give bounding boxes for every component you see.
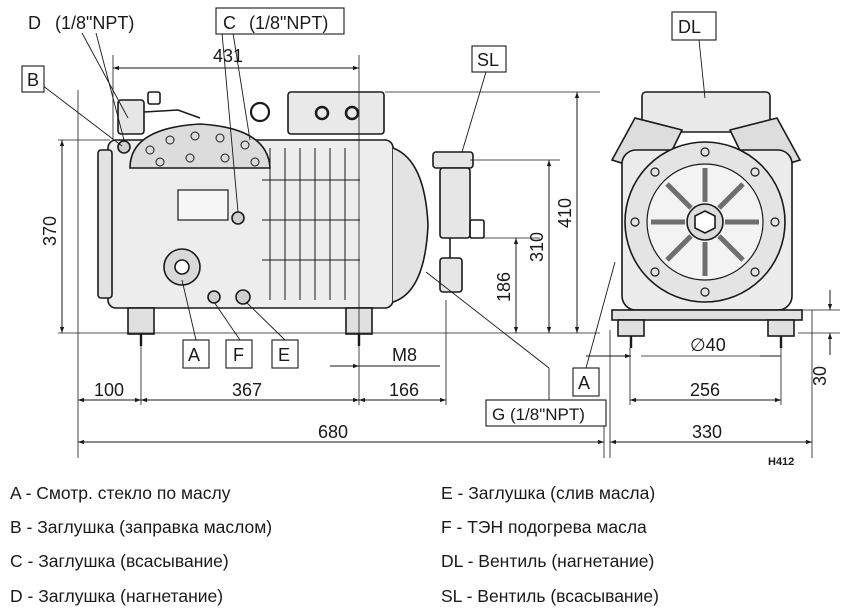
callout-a-endview-label: A xyxy=(578,373,590,393)
callout-f-label: F xyxy=(233,345,244,365)
legend-item-c: C - Заглушка (всасывание) xyxy=(10,551,229,572)
legend-item-d: D - Заглушка (нагнетание) xyxy=(10,585,224,606)
legend-item-dl: DL - Вентиль (нагнетание) xyxy=(441,551,655,572)
legend-left-column: A - Смотр. стекло по маслу B - Заглушка … xyxy=(10,476,272,613)
dim-256: 256 xyxy=(690,380,720,400)
callout-a-label: A xyxy=(188,345,200,365)
end-view xyxy=(610,91,803,348)
callout-c-spec: (1/8"NPT) xyxy=(249,13,328,33)
dim-310: 310 xyxy=(527,232,547,262)
legend-item-sl: SL - Вентиль (всасывание) xyxy=(441,585,659,606)
callout-c-letter: C xyxy=(223,13,236,33)
dim-30: 30 xyxy=(810,366,830,386)
dim-431: 431 xyxy=(213,46,243,66)
callout-e-label: E xyxy=(278,345,290,365)
callout-boxes xyxy=(21,7,717,427)
legend-item-a: A - Смотр. стекло по маслу xyxy=(10,483,231,503)
dimension-lines xyxy=(58,55,840,458)
callout-sl-label: SL xyxy=(477,50,499,70)
dim-dia-40: ∅40 xyxy=(690,335,726,355)
legend-right-column: E - Заглушка (слив масла) F - ТЭН подогр… xyxy=(441,476,659,613)
callout-dl-label: DL xyxy=(678,17,701,37)
dim-367: 367 xyxy=(232,380,262,400)
drawing-code: H412 xyxy=(768,456,794,468)
dim-186: 186 xyxy=(494,272,514,302)
callout-b-label: B xyxy=(27,70,39,90)
legend-item-b: B - Заглушка (заправка маслом) xyxy=(10,517,273,538)
compressor-dimension-drawing: D (1/8"NPT) C (1/8"NPT) B SL DL A F E A … xyxy=(21,7,840,468)
leader-lines xyxy=(37,32,706,400)
dim-166: 166 xyxy=(389,380,419,400)
dim-410: 410 xyxy=(555,198,575,228)
callout-g-label: G (1/8"NPT) xyxy=(492,405,585,424)
dim-370: 370 xyxy=(40,216,60,246)
callout-d-letter: D xyxy=(28,13,41,33)
dim-100: 100 xyxy=(94,380,124,400)
legend-item-f: F - ТЭН подогрева масла xyxy=(441,517,647,538)
callout-d-spec: (1/8"NPT) xyxy=(55,13,134,33)
dim-m8: M8 xyxy=(392,345,417,365)
dim-680: 680 xyxy=(318,422,348,442)
side-view xyxy=(97,91,485,346)
legend-item-e: E - Заглушка (слив масла) xyxy=(441,483,656,503)
dim-330: 330 xyxy=(692,422,722,442)
